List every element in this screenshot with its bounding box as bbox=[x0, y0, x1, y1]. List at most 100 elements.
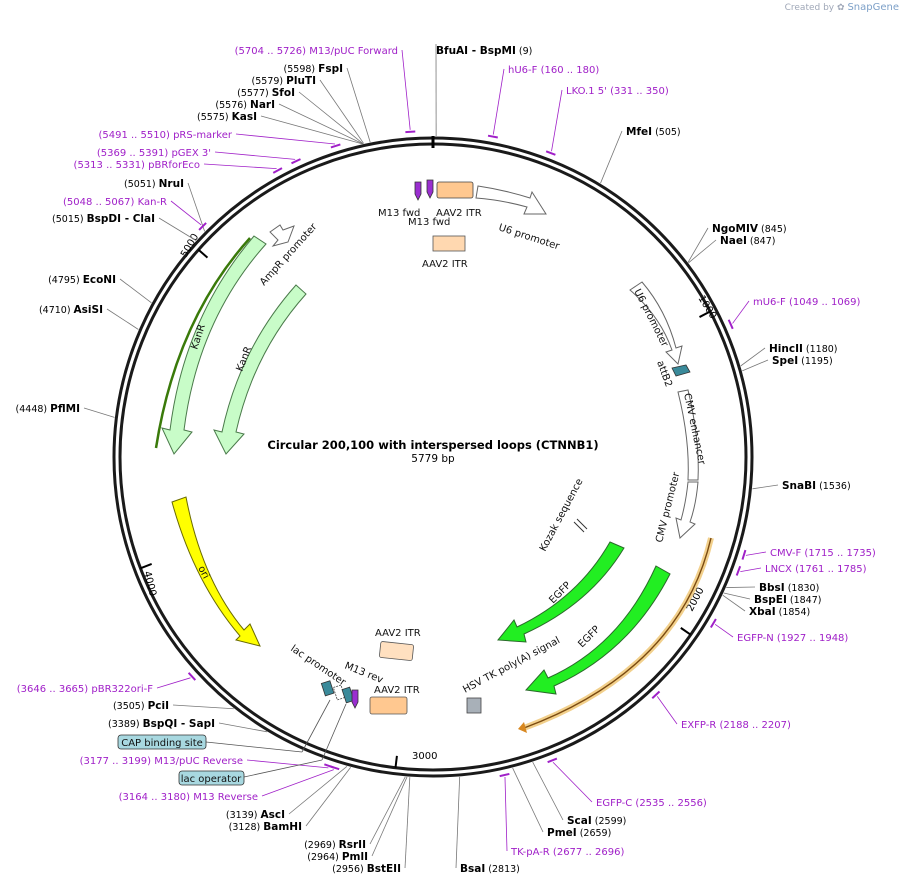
primer-annotations: hU6-F (160 .. 180)LKO.1 5' (331 .. 350)m… bbox=[17, 46, 876, 858]
site-name: ScaI bbox=[567, 815, 592, 827]
primer-range: (3164 .. 3180) bbox=[119, 792, 194, 803]
tick-mark-5000 bbox=[197, 248, 209, 259]
site-position: (4795) bbox=[48, 275, 83, 286]
site-leader bbox=[288, 765, 348, 815]
primer-label: (5313 .. 5331) pBRforEco bbox=[74, 160, 200, 171]
site-label: PmeI (2659) bbox=[547, 827, 611, 839]
site-name: HincII bbox=[769, 343, 803, 355]
bottom-cluster: AAV2 ITR AAV2 ITR M13 rev lac promoter bbox=[288, 628, 421, 715]
cap-binding-site-label: CAP binding site bbox=[121, 738, 203, 749]
kozak-label: Kozak sequence bbox=[538, 477, 586, 553]
primer-kan-r: (5048 .. 5067) Kan-R bbox=[63, 197, 207, 231]
kanr-arrow-inner bbox=[213, 284, 307, 455]
site-leader bbox=[752, 484, 779, 490]
inner-features: M13 fwd M13 fwd AAV2 ITR U6 promoter AAV… bbox=[154, 179, 714, 733]
kozak-group: Kozak sequence bbox=[538, 477, 588, 553]
site-label: (4448) PflMI bbox=[16, 403, 80, 415]
aav2-itr-box-top bbox=[436, 181, 474, 199]
primer-name: M13/pUC Reverse bbox=[154, 756, 243, 767]
primer-tk-pa-r: TK-pA-R (2677 .. 2696) bbox=[499, 772, 624, 858]
primer-name: TK-pA-R bbox=[510, 847, 550, 858]
primer-name: pBR322ori-F bbox=[91, 684, 153, 695]
primer-bind-mark bbox=[187, 672, 197, 681]
primer-name: EGFP-N bbox=[737, 633, 774, 644]
site-leader bbox=[298, 91, 364, 145]
tick-mark-4000 bbox=[140, 563, 153, 570]
site-label: (2964) PmlI bbox=[307, 851, 368, 863]
site-leader bbox=[532, 761, 564, 821]
aav2-itr-box-4 bbox=[369, 696, 408, 715]
site-label: XbaI (1854) bbox=[749, 606, 810, 618]
primer-lko-1-5-: LKO.1 5' (331 .. 350) bbox=[545, 86, 669, 156]
primer-m13-puc-reverse: (3177 .. 3199) M13/pUC Reverse bbox=[80, 756, 335, 769]
site-leader bbox=[742, 359, 769, 372]
site-bspdi: (5015) BspDI - ClaI bbox=[52, 213, 197, 241]
site-name: SfoI bbox=[272, 87, 295, 99]
primer-name: pBRforEco bbox=[148, 160, 200, 171]
site-label: (3139) AscI bbox=[226, 809, 285, 821]
site-leader bbox=[346, 67, 371, 143]
site-name: PflMI bbox=[50, 403, 80, 415]
u6-promoter-arrow-top bbox=[475, 185, 547, 215]
primer-bind-mark bbox=[651, 690, 661, 699]
primer-label: (3164 .. 3180) M13 Reverse bbox=[119, 792, 258, 803]
site-leader bbox=[172, 704, 234, 710]
site-name: EcoNI bbox=[83, 274, 116, 286]
site-label: BbsI (1830) bbox=[759, 582, 819, 594]
primer-name: LKO.1 5' bbox=[566, 86, 607, 97]
site-position: (3505) bbox=[113, 701, 148, 712]
plasmid-name: Circular 200,100 with interspersed loops… bbox=[267, 438, 598, 452]
primer-leader bbox=[401, 49, 411, 130]
primer-range: (1927 .. 1948) bbox=[774, 633, 849, 644]
site-scai: ScaI (2599) bbox=[532, 761, 626, 827]
site-bspei: BspEI (1847) bbox=[723, 592, 821, 606]
site-position: (1830) bbox=[785, 583, 820, 594]
egfp-arrow-1 bbox=[497, 541, 625, 643]
site-leader bbox=[83, 407, 115, 418]
site-leader bbox=[158, 217, 197, 241]
ampr-promoter-arrow bbox=[269, 224, 295, 247]
primer-range: (2188 .. 2207) bbox=[716, 720, 791, 731]
primer-pbr322ori-f: (3646 .. 3665) pBR322ori-F bbox=[17, 672, 197, 695]
site-xbai: XbaI (1854) bbox=[722, 594, 810, 618]
site-leader bbox=[106, 308, 139, 330]
site-label: BfuAI - BspMI (9) bbox=[436, 45, 532, 57]
site-naei: NaeI (847) bbox=[688, 235, 775, 264]
plasmid-length: 5779 bp bbox=[411, 453, 455, 465]
primer-range: (5369 .. 5391) bbox=[97, 148, 172, 159]
attb2-marker bbox=[671, 364, 691, 377]
site-label: (3505) PciI bbox=[113, 700, 169, 712]
primer-name: Kan-R bbox=[138, 197, 167, 208]
primer-label: (5704 .. 5726) M13/pUC Forward bbox=[235, 46, 398, 57]
site-position: (4710) bbox=[39, 305, 74, 316]
site-position: (1195) bbox=[798, 356, 833, 367]
site-snabi: SnaBI (1536) bbox=[752, 480, 851, 492]
site-label: HincII (1180) bbox=[769, 343, 838, 355]
hsv-tk-polya-box bbox=[466, 697, 482, 714]
site-name: BstEII bbox=[367, 863, 401, 875]
primer-range: (2535 .. 2556) bbox=[632, 798, 707, 809]
site-name: MfeI bbox=[626, 126, 652, 138]
site-label: (2969) RsrII bbox=[304, 839, 366, 851]
site-position: (5579) bbox=[252, 76, 287, 87]
site-name: RsrII bbox=[339, 839, 366, 851]
site-leader bbox=[726, 586, 756, 588]
tick-mark-2000 bbox=[680, 627, 692, 636]
m13-rev-label: M13 rev bbox=[343, 661, 385, 686]
lac-op-leader bbox=[243, 759, 323, 778]
site-name: PmeI bbox=[547, 827, 577, 839]
site-label: (2956) BstEII bbox=[332, 863, 401, 875]
site-name: AscI bbox=[260, 809, 285, 821]
site-leader bbox=[278, 103, 363, 145]
lac-promoter-mark bbox=[332, 684, 346, 701]
primer-leader bbox=[732, 300, 750, 324]
site-position: (2969) bbox=[304, 840, 339, 851]
primer-egfp-c: EGFP-C (2535 .. 2556) bbox=[547, 757, 707, 809]
site-label: (5576) NarI bbox=[215, 99, 275, 111]
site-leader bbox=[512, 767, 544, 833]
snapgene-logo-icon: ✿ bbox=[837, 3, 845, 13]
site-name: SnaBI bbox=[782, 480, 816, 492]
m13-fwd-arrow-2 bbox=[426, 179, 434, 199]
attb2-label: attB2 bbox=[654, 359, 674, 388]
primer-label: CMV-F (1715 .. 1735) bbox=[770, 548, 876, 559]
